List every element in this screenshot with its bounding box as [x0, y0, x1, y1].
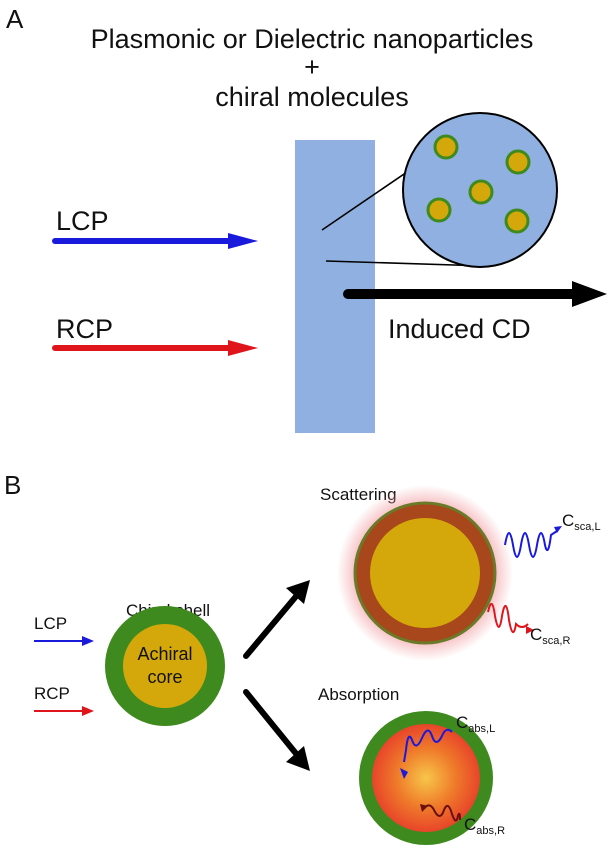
- panel-a: A Plasmonic or Dielectric nanoparticles …: [6, 4, 607, 433]
- lcp-arrow-a: [52, 233, 258, 249]
- lcp-label-a: LCP: [56, 206, 109, 236]
- rcp-arrow-a: [52, 340, 258, 356]
- absorption-core: [372, 724, 480, 832]
- panel-b-label: B: [4, 470, 21, 500]
- c-abs-l: Cabs,L: [456, 713, 495, 735]
- rcp-label-a: RCP: [56, 314, 113, 344]
- rcp-label-b: RCP: [34, 684, 70, 703]
- induced-cd-arrow: [343, 281, 607, 307]
- absorption-label: Absorption: [318, 685, 399, 704]
- title-line-2: chiral molecules: [215, 82, 409, 112]
- panel-a-label: A: [6, 4, 24, 34]
- c-sca-r: Csca,R: [530, 625, 570, 647]
- sample-slab: [295, 140, 375, 433]
- lcp-arrow-b: [34, 636, 94, 646]
- achiral-core: [123, 624, 207, 708]
- scattered-lcp-wave: [504, 526, 562, 558]
- nanoparticle: [504, 208, 530, 234]
- arrow-to-scattering: [243, 580, 310, 659]
- title-line-1: Plasmonic or Dielectric nanoparticles: [91, 24, 534, 54]
- nanoparticle: [468, 179, 494, 205]
- scattering-core: [370, 518, 480, 628]
- c-sca-l: Csca,L: [562, 511, 601, 533]
- nanoparticle: [433, 134, 459, 160]
- rcp-arrow-b: [34, 706, 94, 716]
- nanoparticle: [426, 197, 452, 223]
- nanoparticle: [505, 149, 531, 175]
- title-plus: +: [304, 52, 320, 82]
- nanoparticles: [426, 134, 531, 234]
- scattered-rcp-wave: [487, 603, 534, 634]
- absorbed-rcp-wave: [420, 804, 461, 822]
- arrow-to-absorption: [243, 689, 310, 771]
- panel-b: B LCP RCP Chiral shell Achiral core Scat…: [4, 470, 601, 845]
- core-label-line-2: core: [147, 667, 182, 687]
- induced-cd-label: Induced CD: [388, 314, 531, 344]
- absorbed-lcp-wave: [400, 728, 453, 779]
- c-abs-r: Cabs,R: [464, 815, 505, 837]
- core-label-line-1: Achiral: [137, 644, 192, 664]
- lcp-label-b: LCP: [34, 614, 67, 633]
